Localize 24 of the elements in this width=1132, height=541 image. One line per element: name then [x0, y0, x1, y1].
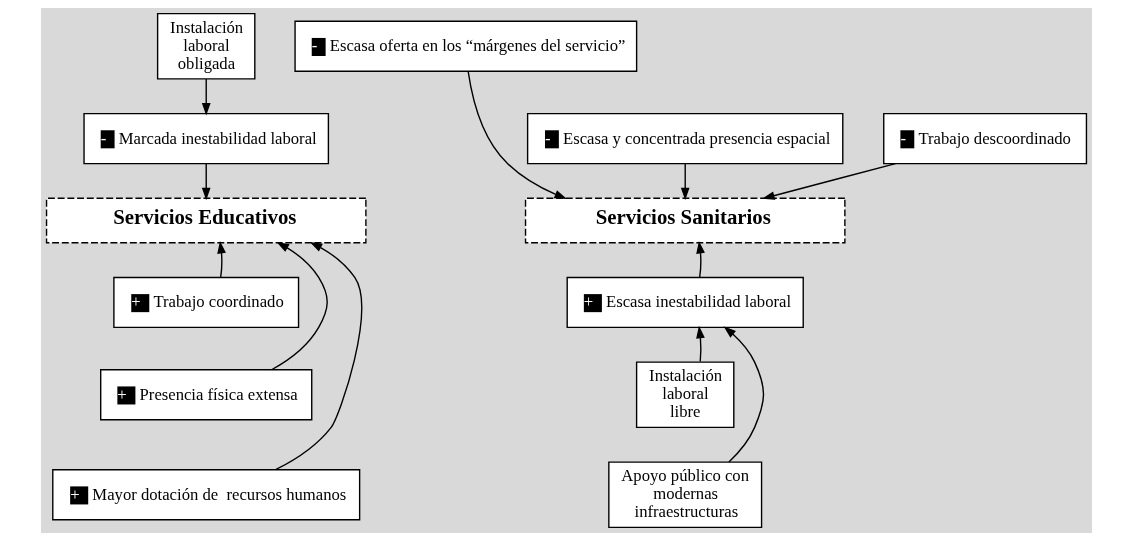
node-box: Servicios Educativos	[45, 197, 367, 244]
arrow	[761, 162, 896, 200]
node-box: Instalación laboral obligada	[156, 12, 255, 80]
arrow	[723, 326, 764, 463]
arrow	[274, 241, 362, 471]
node-box: + Escasa inestabilidad laboral	[566, 276, 804, 329]
arrow	[201, 78, 211, 116]
node-box: - Marcada inestabilidad laboral	[82, 112, 329, 165]
arrow	[680, 163, 690, 201]
node-box: Servicios Sanitarios	[524, 197, 846, 244]
arrow	[466, 70, 567, 200]
arrow	[216, 241, 226, 278]
node-box: - Escasa oferta en los “márgenes del servicio”	[293, 20, 637, 72]
node-box: + Mayor dotación de recursos humanos	[51, 469, 360, 521]
node-box: + Presencia física extensa	[99, 369, 312, 421]
node-box: - Trabajo descoordinado	[882, 112, 1087, 165]
node-box: - Escasa y concentrada presencia espacial	[526, 112, 843, 165]
arrow	[695, 241, 705, 278]
arrow	[695, 325, 705, 363]
arrow	[270, 241, 328, 371]
node-box: + Trabajo coordinado	[112, 276, 299, 329]
node-box: Apoyo público con modernas infraestructuras	[607, 461, 762, 529]
arrow	[201, 163, 211, 201]
node-box: Instalación laboral libre	[635, 361, 734, 429]
